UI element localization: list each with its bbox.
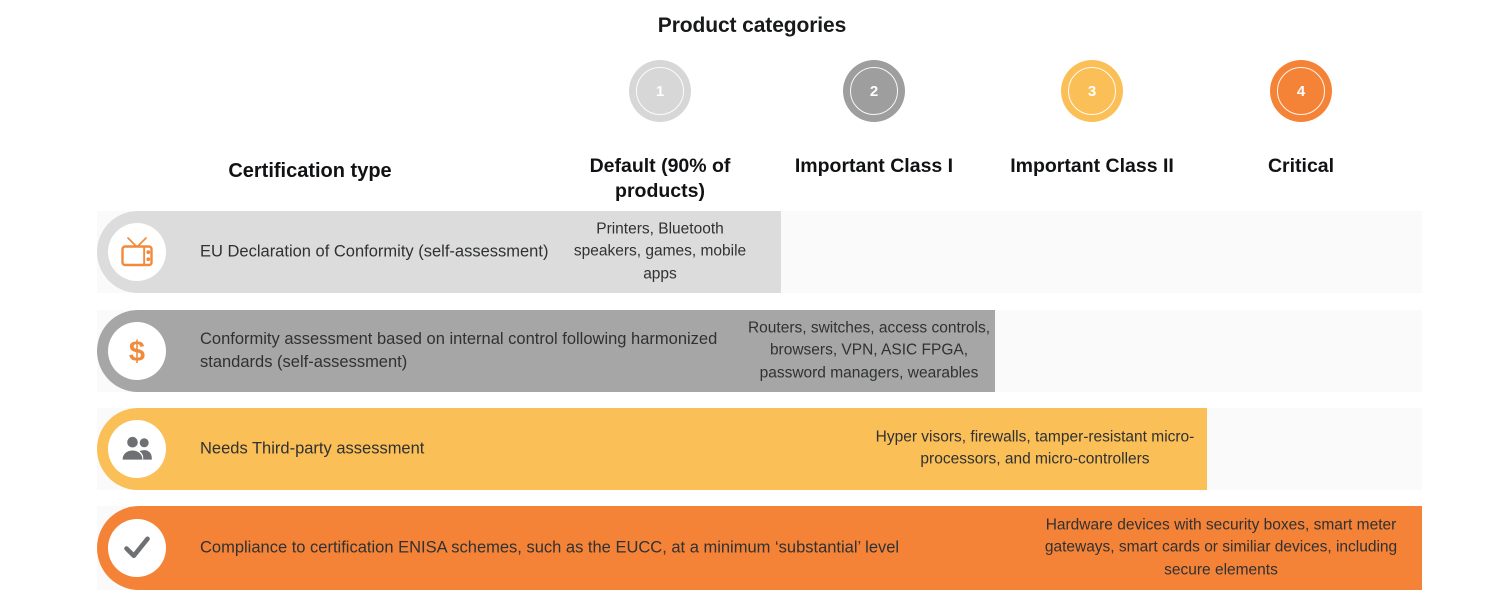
category-label-3: Important Class II [1010, 155, 1174, 177]
category-number: 1 [655, 82, 665, 100]
dollar-icon-glyph: $ [129, 336, 145, 368]
badge-ring-icon [1277, 67, 1325, 115]
svg-text:$: $ [129, 336, 145, 368]
tv-icon [108, 223, 166, 281]
category-label-2: Important Class I [794, 155, 954, 177]
row-description-1: EU Declaration of Conformity (self-asses… [200, 242, 549, 261]
check-icon-glyph [124, 536, 150, 559]
badge-ring-icon [850, 67, 898, 115]
category-badge-3: 3 [1061, 60, 1123, 122]
row-items-2: Routers, switches, access controls, brow… [747, 319, 991, 382]
category-number: 2 [869, 82, 879, 100]
category-number: 4 [1296, 82, 1306, 100]
check-icon [108, 519, 166, 577]
people-icon [108, 420, 166, 478]
category-number: 3 [1087, 82, 1097, 100]
row-description-2: Conformity assessment based on internal … [200, 330, 718, 371]
category-column-3: 3 Important Class II [998, 60, 1186, 179]
row-bar-4 [97, 506, 1422, 590]
category-label-1: Default (90% of products) [589, 155, 731, 202]
row-bar-2 [97, 310, 995, 392]
badge-ring-icon [636, 67, 684, 115]
category-column-1: 1 Default (90% of products) [570, 60, 750, 204]
table-row: Needs Third-party assessment Hyper visor… [0, 408, 1504, 490]
category-label-4: Critical [1267, 155, 1335, 177]
row-description-4: Compliance to certification ENISA scheme… [200, 538, 900, 557]
category-badge-1: 1 [629, 60, 691, 122]
row-items-4: Hardware devices with security boxes, sm… [1044, 516, 1398, 579]
table-row: Compliance to certification ENISA scheme… [0, 506, 1504, 590]
row-items-1: Printers, Bluetooth speakers, games, mob… [573, 220, 747, 283]
row-bar-3 [97, 408, 1207, 490]
row-bar-1 [97, 211, 781, 293]
certification-type-header: Certification type [228, 160, 392, 182]
category-badge-2: 2 [843, 60, 905, 122]
badge-ring-icon [1068, 67, 1116, 115]
dollar-icon: $ [108, 322, 166, 380]
row-description-3: Needs Third-party assessment [200, 439, 425, 458]
table-row: EU Declaration of Conformity (self-asses… [0, 211, 1504, 293]
row-items-3: Hyper visors, firewalls, tamper-resistan… [875, 428, 1195, 468]
page-title: Product categories [657, 14, 847, 37]
table-row: $ Conformity assessment based on interna… [0, 310, 1504, 392]
people-icon-glyph [122, 436, 152, 460]
category-column-2: 2 Important Class I [784, 60, 964, 179]
category-column-4: 4 Critical [1211, 60, 1391, 179]
category-badge-4: 4 [1270, 60, 1332, 122]
tv-icon-glyph [121, 237, 153, 267]
